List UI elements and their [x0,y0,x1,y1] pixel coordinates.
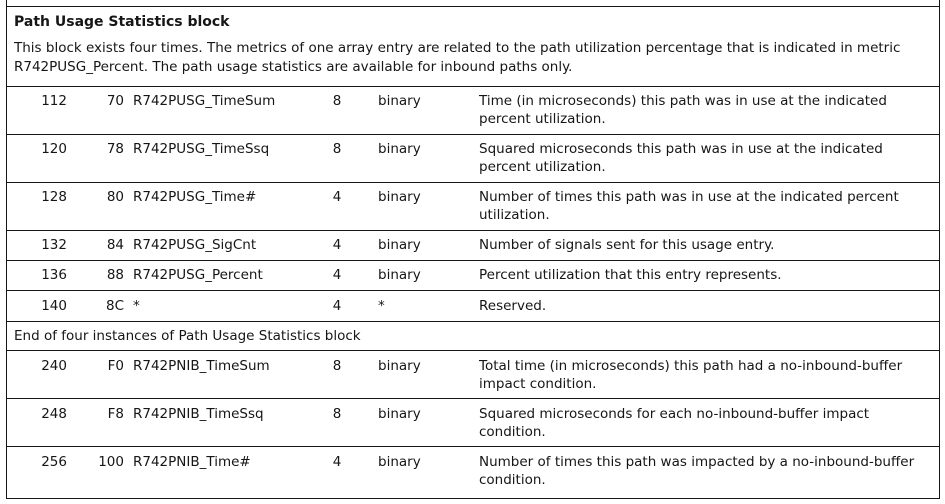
table-top-rule [7,6,939,7]
field-description: Number of times this path was impacted b… [479,454,915,488]
table-row: 120 78 R742PUSG_TimeSsq 8 binary Squared… [7,135,939,183]
instance-end-label: End of four instances of Path Usage Stat… [14,328,361,344]
offset-decimal: 112 [41,93,67,109]
table-row: 248 F8 R742PNIB_TimeSsq 8 binary Squared… [7,399,939,447]
field-name: R742PUSG_Time# [133,189,257,205]
field-length: 8 [332,141,342,157]
field-name: R742PNIB_Time# [133,454,251,470]
offset-hex: F8 [107,406,124,422]
field-description: Total time (in microseconds) this path h… [479,358,903,392]
field-description: Time (in microseconds) this path was in … [479,93,887,127]
statistics-table: Path Usage Statistics block This block e… [6,0,940,499]
field-format: * [378,298,385,314]
field-format: binary [378,267,421,283]
table-row: 132 84 R742PUSG_SigCnt 4 binary Number o… [7,231,939,261]
field-format: binary [378,237,421,253]
field-format: binary [378,189,421,205]
offset-hex: 84 [106,237,124,253]
field-length: 8 [332,358,342,374]
field-description: Number of signals sent for this usage en… [479,237,775,253]
offset-hex: F0 [107,358,124,374]
offset-decimal: 136 [41,267,67,283]
field-name: R742PUSG_SigCnt [133,237,257,253]
offset-hex: 78 [106,141,124,157]
offset-decimal: 248 [41,406,67,422]
table-row: 256 100 R742PNIB_Time# 4 binary Number o… [7,447,939,497]
field-description: Reserved. [479,298,547,314]
offset-hex: 88 [106,267,124,283]
field-length: 4 [332,454,342,470]
field-description: Squared microseconds for each no-inbound… [479,406,870,440]
section-title: Path Usage Statistics block [14,14,230,30]
offset-hex: 8C [105,298,124,314]
field-length: 4 [332,237,342,253]
offset-hex: 100 [98,454,124,470]
offset-decimal: 128 [41,189,67,205]
field-format: binary [378,93,421,109]
offset-decimal: 120 [41,141,67,157]
offset-hex: 70 [106,93,124,109]
field-description: Number of times this path was in use at … [479,189,899,223]
field-name: R742PUSG_TimeSum [133,93,276,109]
field-length: 4 [332,189,342,205]
field-format: binary [378,358,421,374]
table-row: 140 8C * 4 * Reserved. [7,291,939,322]
table-row: 112 70 R742PUSG_TimeSum 8 binary Time (i… [7,87,939,135]
offset-decimal: 256 [41,454,67,470]
field-description: Squared microseconds this path was in us… [479,141,883,175]
field-name: R742PUSG_TimeSsq [133,141,270,157]
field-description: Percent utilization that this entry repr… [479,267,782,283]
field-format: binary [378,454,421,470]
field-format: binary [378,406,421,422]
section-description: This block exists four times. The metric… [14,40,901,75]
field-name: * [133,298,140,314]
offset-decimal: 240 [41,358,67,374]
offset-decimal: 140 [41,298,67,314]
field-format: binary [378,141,421,157]
offset-hex: 80 [106,189,124,205]
field-length: 4 [332,298,342,314]
table-row: 240 F0 R742PNIB_TimeSum 8 binary Total t… [7,351,939,399]
field-length: 8 [332,406,342,422]
instance-end-row: End of four instances of Path Usage Stat… [7,322,939,351]
table-row: 136 88 R742PUSG_Percent 4 binary Percent… [7,261,939,291]
offset-decimal: 132 [41,237,67,253]
section-header: Path Usage Statistics block This block e… [7,0,939,87]
field-name: R742PNIB_TimeSum [133,358,270,374]
field-length: 4 [332,267,342,283]
table-row: 128 80 R742PUSG_Time# 4 binary Number of… [7,183,939,231]
field-length: 8 [332,93,342,109]
field-name: R742PNIB_TimeSsq [133,406,264,422]
field-name: R742PUSG_Percent [133,267,263,283]
